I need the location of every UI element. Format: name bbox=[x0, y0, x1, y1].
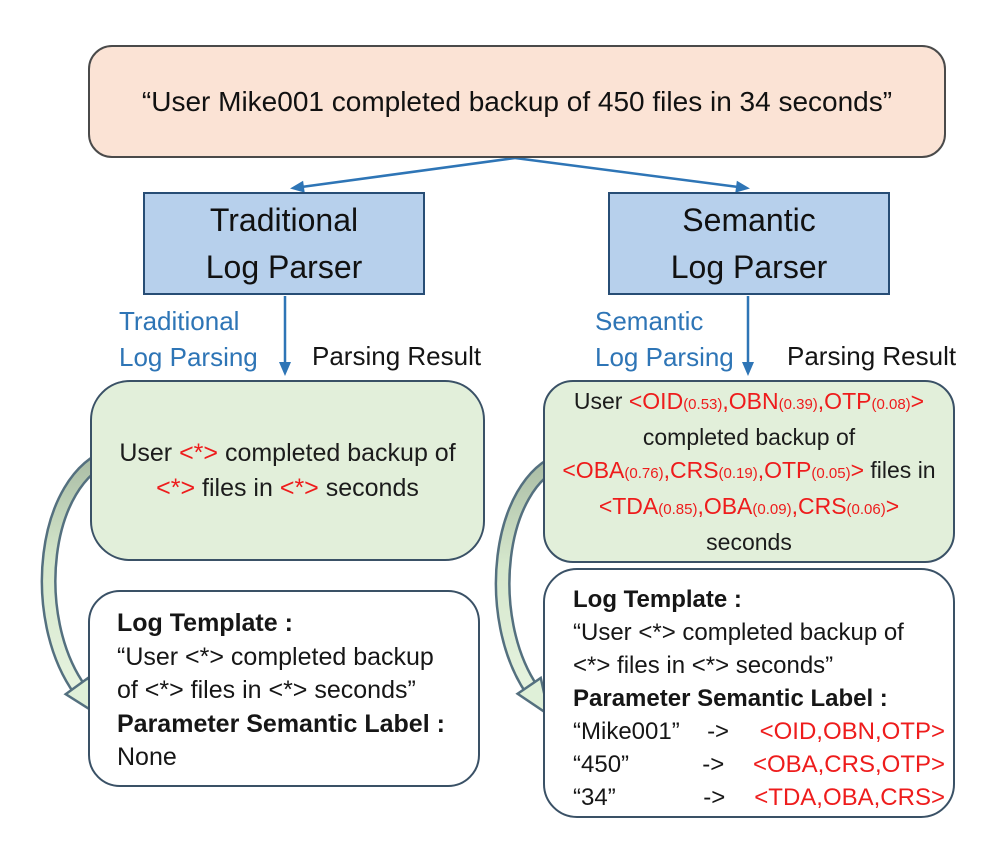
text-segment: User bbox=[573, 387, 629, 414]
log-template-line1: “User <*> completed backup of bbox=[573, 619, 904, 646]
semantic-labels: <TDA,OBA,CRS> bbox=[754, 784, 945, 811]
probability-value: (0.19) bbox=[718, 464, 758, 482]
semantic-parsed-line2: completed backup of bbox=[642, 423, 856, 450]
wildcard-token: <*> bbox=[179, 438, 218, 467]
semantic-parsing-label-line2: Log Parsing bbox=[595, 342, 734, 372]
traditional-parsed-result-box: User <*> completed backup of <*> files i… bbox=[90, 380, 485, 561]
source-log-text: “User Mike001 completed backup of 450 fi… bbox=[141, 85, 893, 117]
parameter-semantic-label-heading: Parameter Semantic Label : bbox=[117, 709, 445, 738]
semantic-parsed-line3: <OBA(0.76),CRS(0.19),OTP(0.05)> files in bbox=[562, 454, 935, 490]
semantic-label-token: <OBA bbox=[562, 456, 625, 483]
semantic-label-token: <OID bbox=[628, 387, 684, 414]
semantic-label-token: ,OBA bbox=[697, 492, 753, 519]
probability-value: (0.85) bbox=[658, 500, 698, 518]
text-segment: completed backup of bbox=[218, 438, 456, 467]
parameter-value: “34” bbox=[573, 784, 616, 811]
wildcard-token: <*> bbox=[279, 473, 319, 502]
probability-value: (0.76) bbox=[624, 464, 664, 482]
parameter-semantic-label-value: None bbox=[117, 743, 177, 771]
semantic-labels: <OID,OBN,OTP> bbox=[759, 718, 945, 745]
log-template-line2: of <*> files in <*> seconds” bbox=[117, 676, 416, 704]
text-segment: seconds bbox=[318, 473, 419, 502]
parameter-mapping-row: “34” -> <TDA,OBA,CRS> bbox=[573, 781, 945, 814]
traditional-parser-title-line1: Traditional bbox=[209, 201, 359, 238]
log-template-heading: Log Template : bbox=[117, 609, 293, 637]
traditional-result-label: Parsing Result bbox=[312, 341, 482, 371]
traditional-template-box: Log Template : “User <*> completed backu… bbox=[88, 590, 480, 787]
parameter-semantic-label-heading: Parameter Semantic Label : bbox=[573, 685, 888, 712]
log-template-line2: <*> files in <*> seconds” bbox=[573, 652, 834, 679]
traditional-parser-box: Traditional Log Parser bbox=[143, 192, 425, 295]
probability-value: (0.09) bbox=[752, 500, 792, 518]
semantic-parsing-label: Semantic Log Parsing bbox=[595, 303, 734, 375]
probability-value: (0.06) bbox=[846, 500, 886, 518]
text-segment: files in bbox=[195, 473, 280, 502]
semantic-parsed-line5: seconds bbox=[706, 528, 792, 555]
semantic-template-box: Log Template : “User <*> completed backu… bbox=[543, 568, 955, 818]
probability-value: (0.39) bbox=[778, 395, 818, 413]
wildcard-token: <*> bbox=[156, 473, 196, 502]
text-segment: files in bbox=[864, 456, 936, 483]
semantic-label-token: > bbox=[910, 387, 925, 414]
semantic-label-token: ,CRS bbox=[663, 456, 719, 483]
log-template-line1: “User <*> completed backup bbox=[117, 642, 434, 671]
maps-to-arrow: -> bbox=[702, 751, 725, 778]
semantic-parsed-line1: User <OID(0.53),OBN(0.39),OTP(0.08)> bbox=[574, 385, 924, 421]
semantic-label-token: <TDA bbox=[598, 492, 659, 519]
semantic-result-label: Parsing Result bbox=[787, 341, 957, 371]
parameter-mapping-row: “450” -> <OBA,CRS,OTP> bbox=[573, 748, 945, 781]
split-arrow-to-traditional bbox=[290, 156, 516, 193]
parameter-value: “Mike001” bbox=[573, 718, 680, 745]
semantic-label-token: ,CRS bbox=[791, 492, 847, 519]
parameter-mapping-row: “Mike001” -> <OID,OBN,OTP> bbox=[573, 715, 945, 748]
semantic-parsed-line4: <TDA(0.85),OBA(0.09),CRS(0.06)> bbox=[599, 490, 899, 526]
traditional-parser-title-line2: Log Parser bbox=[205, 248, 363, 285]
semantic-parser-box: Semantic Log Parser bbox=[608, 192, 890, 295]
semantic-label-token: > bbox=[885, 492, 900, 519]
log-template-heading: Log Template : bbox=[573, 586, 742, 613]
text-segment: User bbox=[119, 438, 180, 467]
parameter-value: “450” bbox=[573, 751, 630, 778]
traditional-parsed-line2: <*> files in <*> seconds bbox=[156, 471, 419, 506]
semantic-parser-title-line2: Log Parser bbox=[670, 248, 828, 285]
semantic-parser-title-line1: Semantic bbox=[682, 201, 816, 238]
semantic-parsing-label-line1: Semantic bbox=[595, 306, 704, 336]
semantic-labels: <OBA,CRS,OTP> bbox=[752, 751, 945, 778]
probability-value: (0.08) bbox=[871, 395, 911, 413]
semantic-label-token: > bbox=[850, 456, 865, 483]
traditional-parsing-label: Traditional Log Parsing bbox=[119, 303, 258, 375]
split-arrow-to-semantic bbox=[514, 156, 750, 193]
probability-value: (0.05) bbox=[811, 464, 851, 482]
semantic-label-token: ,OBN bbox=[722, 387, 779, 414]
traditional-parsing-label-line1: Traditional bbox=[119, 306, 240, 336]
semantic-label-token: ,OTP bbox=[817, 387, 872, 414]
semantic-parsed-result-box: User <OID(0.53),OBN(0.39),OTP(0.08)> com… bbox=[543, 380, 955, 563]
probability-value: (0.53) bbox=[683, 395, 723, 413]
traditional-parsing-label-line2: Log Parsing bbox=[119, 342, 258, 372]
maps-to-arrow: -> bbox=[703, 784, 726, 811]
semantic-label-token: ,OTP bbox=[757, 456, 812, 483]
source-log-box: “User Mike001 completed backup of 450 fi… bbox=[88, 45, 946, 158]
traditional-parsed-line1: User <*> completed backup of bbox=[119, 436, 455, 471]
maps-to-arrow: -> bbox=[707, 718, 730, 745]
